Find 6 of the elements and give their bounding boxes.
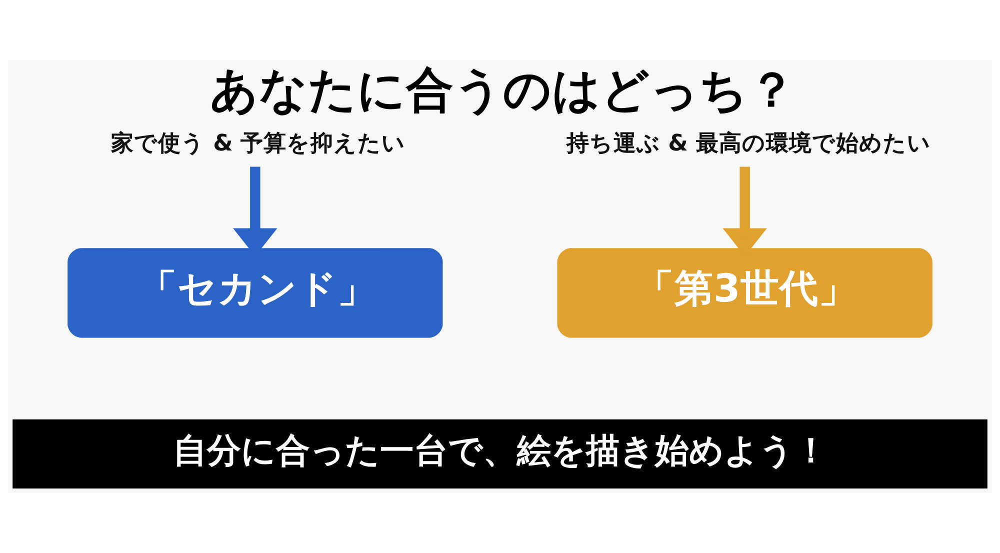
node-box: 「セカンド」 [68, 248, 443, 338]
diagram-title: あなたに合うのはどっち？ [210, 63, 796, 118]
node-text: 持ち運ぶ & 最高の環境で始めたい [566, 130, 931, 157]
caption: 自分に合った一台で、絵を描き始めよう！ [172, 430, 828, 471]
node-box: 「第3世代」 [557, 248, 932, 338]
node-text: 家で使う & 予算を抑えたい [111, 130, 406, 157]
